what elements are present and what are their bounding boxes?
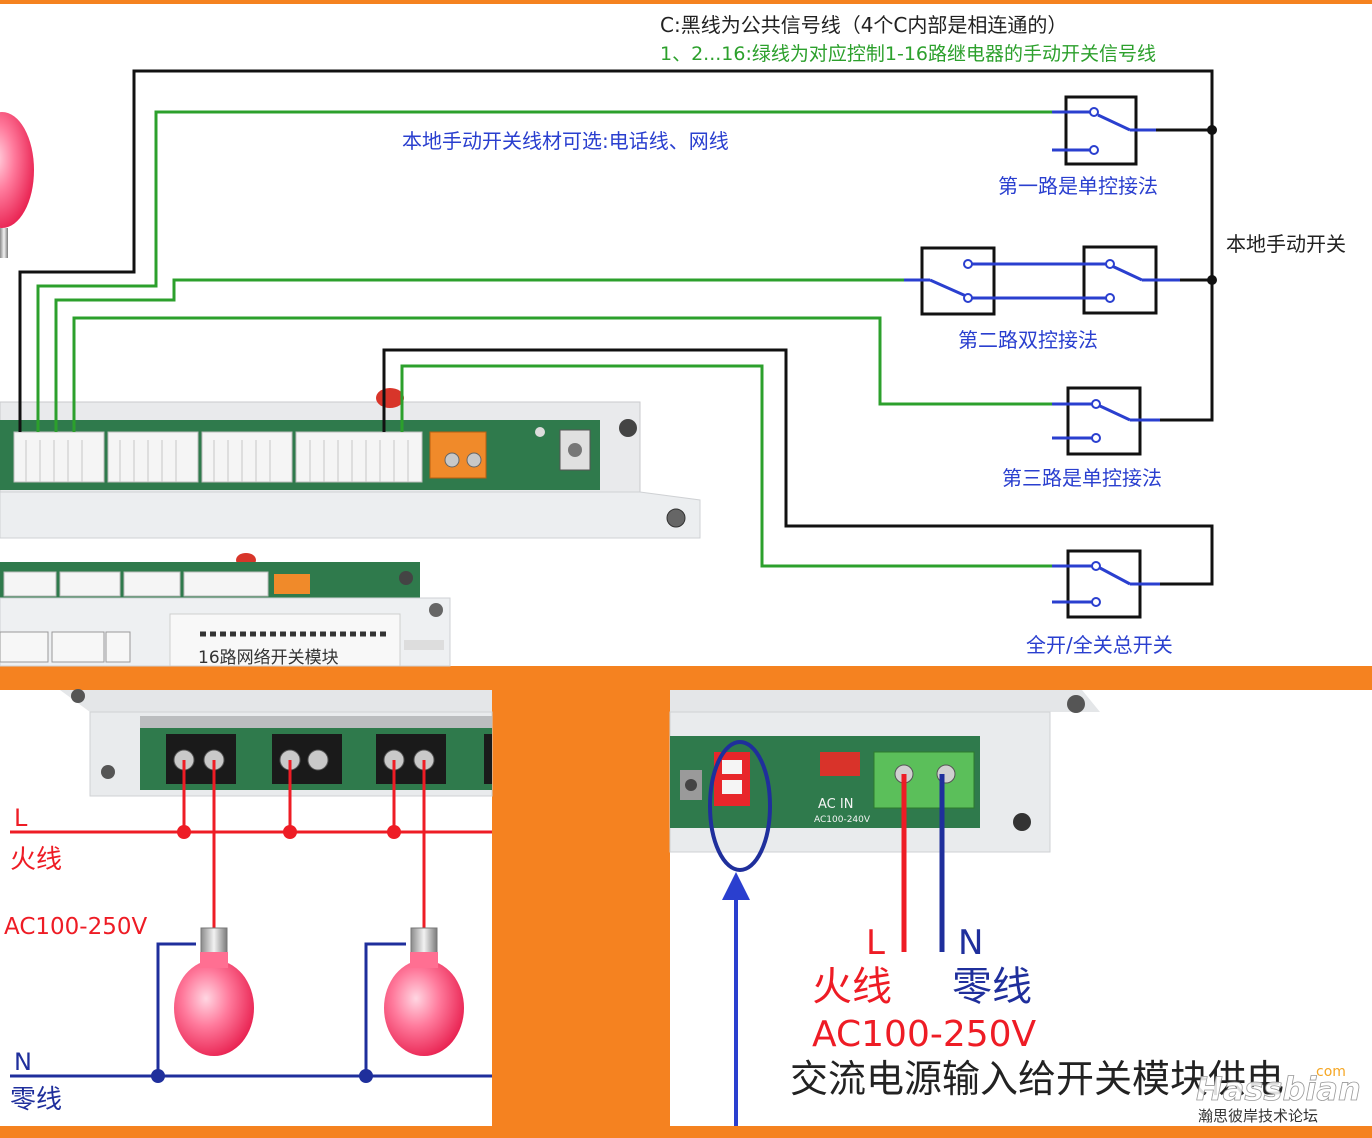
switch-module	[0, 388, 701, 539]
switch-3-label: 第三路是单控接法	[1002, 466, 1162, 490]
module-label: 16路网络开关模块	[198, 648, 339, 668]
watermark-forum: 瀚思彼岸技术论坛	[1198, 1107, 1318, 1125]
top-panel	[0, 4, 1372, 666]
switch-1-icon	[1052, 95, 1156, 166]
live-letter-right: L	[866, 923, 885, 963]
legend-signal: 1、2...16:绿线为对应控制1-16路继电器的手动开关信号线	[660, 43, 1156, 65]
junction-dot	[1207, 125, 1217, 135]
switch-module-secondary	[0, 553, 451, 667]
power-caption: 交流电源输入给开关模块供电	[790, 1057, 1284, 1101]
local-switch-label: 本地手动开关	[1226, 232, 1346, 256]
master-switch-icon	[1052, 549, 1160, 619]
relay-terminal-block	[60, 689, 493, 797]
neutral-letter-right: N	[958, 923, 983, 963]
watermark-brand: Hassbian	[1196, 1070, 1361, 1108]
watermark-suffix: com	[1316, 1064, 1346, 1080]
arrow-up-icon	[722, 872, 750, 900]
neutral-label-left: 零线	[10, 1085, 62, 1115]
switch-2-icon	[904, 245, 1180, 316]
board-sublabel: AC100-240V	[814, 815, 871, 825]
bulb-icon	[174, 927, 254, 1056]
live-wires-left	[10, 760, 492, 930]
neutral-label-right: 零线	[952, 964, 1032, 1010]
junction-dot	[359, 1069, 373, 1083]
master-switch-label: 全开/全关总开关	[1026, 633, 1173, 657]
board-label: AC IN	[818, 797, 853, 812]
signal-wires	[36, 110, 1052, 568]
junction-dot	[387, 825, 401, 839]
bulb-icon	[384, 927, 464, 1056]
legend-common: C:黑线为公共信号线（4个C内部是相连通的）	[660, 13, 1067, 37]
junction-dot	[283, 825, 297, 839]
power-input-board	[669, 690, 1100, 853]
wire-material-note: 本地手动开关线材可选:电话线、网线	[402, 129, 729, 153]
neutral-letter-left: N	[14, 1048, 32, 1076]
junction-dot	[1207, 275, 1217, 285]
dip-switch-highlight	[708, 740, 772, 872]
live-letter-left: L	[14, 804, 28, 832]
switch-3-icon	[1052, 386, 1160, 456]
switch-1-label: 第一路是单控接法	[998, 174, 1158, 198]
neutral-wires-left	[10, 942, 492, 1078]
bulb-icon	[0, 112, 34, 258]
switch-2-label: 第二路双控接法	[958, 328, 1098, 352]
junction-dot	[177, 825, 191, 839]
live-label-left: 火线	[10, 845, 62, 875]
voltage-left: AC100-250V	[4, 914, 147, 940]
voltage-right: AC100-250V	[812, 1014, 1037, 1055]
live-label-right: 火线	[812, 964, 892, 1010]
junction-dot	[151, 1069, 165, 1083]
